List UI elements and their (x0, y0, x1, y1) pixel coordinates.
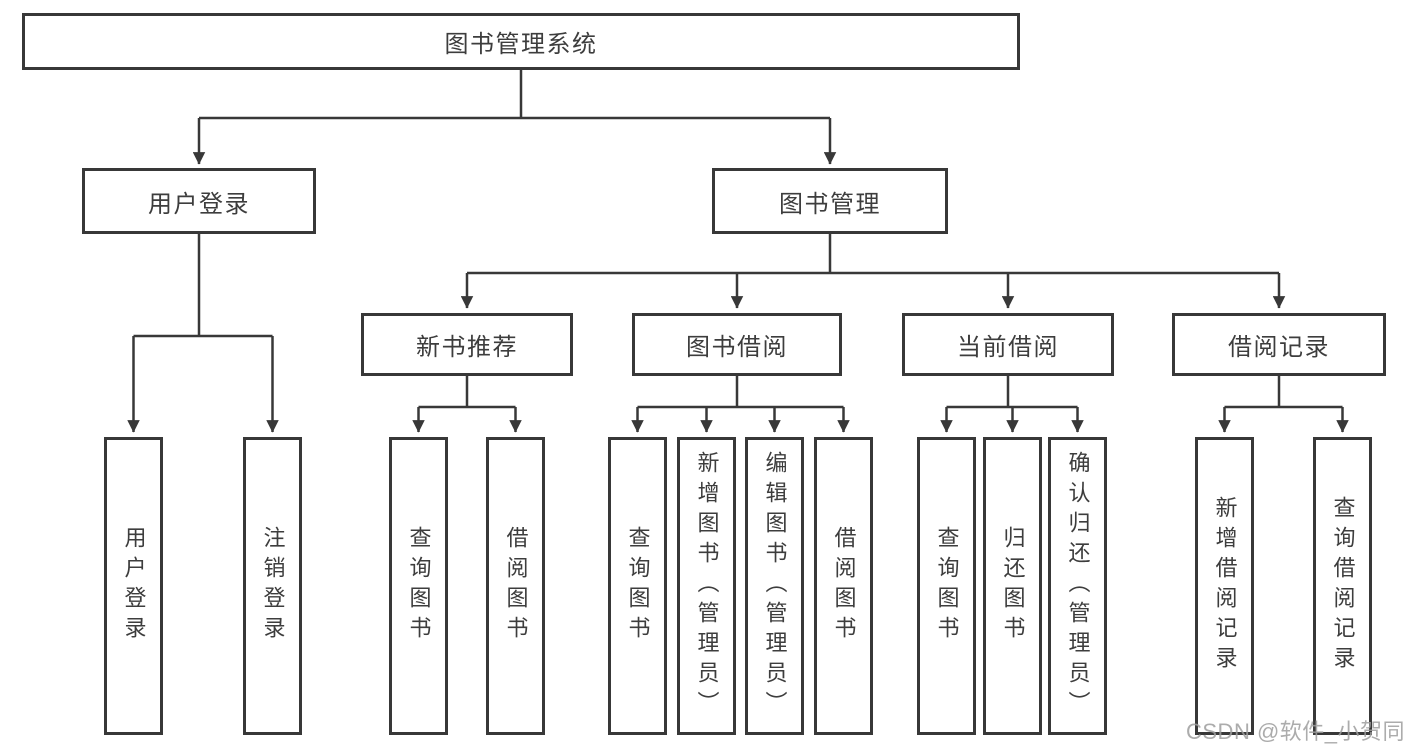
leaf-add-borrow-record: 新增借阅记录 (1195, 437, 1254, 735)
node-book-management-label: 图书管理 (779, 190, 881, 218)
leaf-logout: 注销登录 (243, 437, 302, 735)
node-new-book-recommend: 新书推荐 (361, 313, 573, 376)
node-borrow-records-label: 借阅记录 (1228, 334, 1330, 361)
leaf-borrow-books-label: 借阅图书 (831, 526, 857, 646)
leaf-query-books-borrow: 查询图书 (608, 437, 667, 735)
leaf-borrow-books: 借阅图书 (814, 437, 873, 735)
leaf-user-login-label: 用户登录 (121, 526, 147, 646)
leaf-query-books-recommend: 查询图书 (389, 437, 448, 735)
node-user-login: 用户登录 (82, 168, 316, 234)
node-book-management: 图书管理 (712, 168, 948, 234)
node-root-label: 图书管理系统 (444, 31, 598, 58)
node-new-book-recommend-label: 新书推荐 (416, 334, 518, 361)
node-user-login-label: 用户登录 (148, 190, 250, 218)
leaf-edit-book-admin: 编辑图书（管理员） (745, 437, 804, 735)
leaf-add-borrow-record-label: 新增借阅记录 (1212, 496, 1238, 676)
leaf-confirm-return-admin: 确认归还（管理员） (1048, 437, 1107, 735)
leaf-query-borrow-record-label: 查询借阅记录 (1330, 496, 1356, 676)
leaf-query-books-recommend-label: 查询图书 (406, 526, 432, 646)
leaf-user-login: 用户登录 (104, 437, 163, 735)
leaf-borrow-books-recommend: 借阅图书 (486, 437, 545, 735)
leaf-return-books: 归还图书 (983, 437, 1042, 735)
node-current-borrow: 当前借阅 (902, 313, 1114, 376)
csdn-watermark: CSDN @软件_小贺同学 (1186, 719, 1405, 744)
node-root: 图书管理系统 (22, 13, 1020, 70)
node-current-borrow-label: 当前借阅 (957, 334, 1059, 361)
leaf-return-books-label: 归还图书 (1000, 526, 1026, 646)
leaf-query-books-current-label: 查询图书 (934, 526, 960, 646)
leaf-logout-label: 注销登录 (260, 526, 286, 646)
leaf-edit-book-admin-label: 编辑图书（管理员） (762, 451, 788, 721)
leaf-query-books-current: 查询图书 (917, 437, 976, 735)
leaf-query-books-borrow-label: 查询图书 (625, 526, 651, 646)
node-borrow-records: 借阅记录 (1172, 313, 1386, 376)
leaf-borrow-books-recommend-label: 借阅图书 (503, 526, 529, 646)
leaf-add-book-admin-label: 新增图书（管理员） (694, 451, 720, 721)
leaf-add-book-admin: 新增图书（管理员） (677, 437, 736, 735)
node-book-borrow: 图书借阅 (632, 313, 842, 376)
leaf-confirm-return-admin-label: 确认归还（管理员） (1065, 451, 1091, 721)
leaf-query-borrow-record: 查询借阅记录 (1313, 437, 1372, 735)
node-book-borrow-label: 图书借阅 (686, 334, 788, 361)
